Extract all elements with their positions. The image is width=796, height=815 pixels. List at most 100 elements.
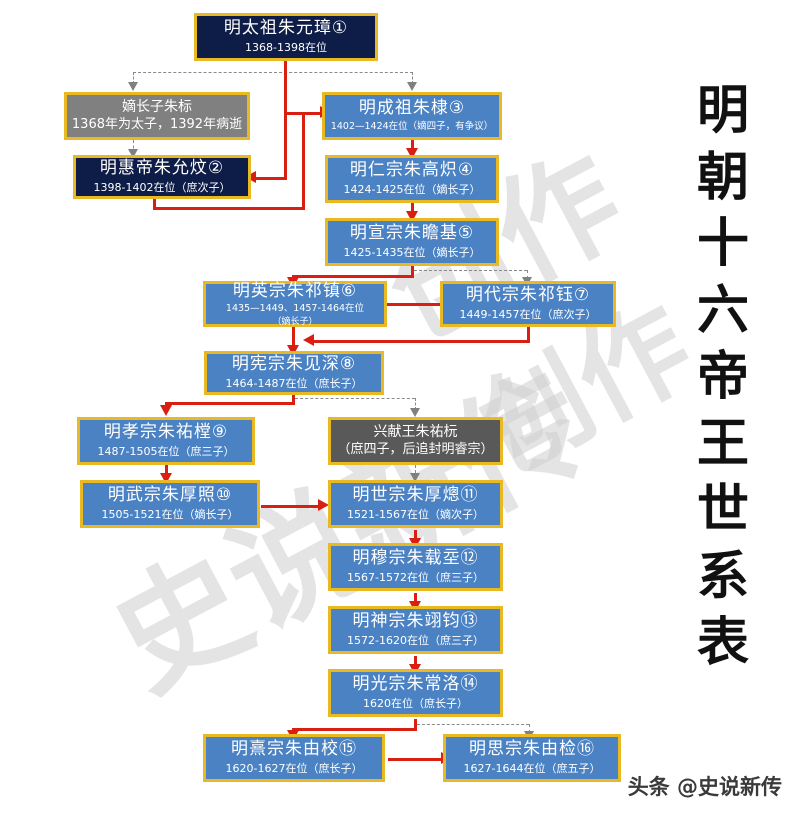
connector-red bbox=[312, 340, 530, 343]
node-emperor-3[interactable]: 明成祖朱棣③ 1402—1424在位（嫡四子，有争议） bbox=[322, 92, 502, 140]
connector-red bbox=[165, 465, 168, 477]
connector-red bbox=[165, 402, 295, 405]
node-emperor-6[interactable]: 明英宗朱祁镇⑥ 1435—1449、1457-1464在位 （嫡长子） bbox=[203, 281, 387, 327]
connector-red bbox=[261, 505, 323, 508]
arrow-head bbox=[410, 473, 420, 482]
connector-red bbox=[414, 530, 417, 543]
node-subtitle: 1424-1425在位（嫡长子） bbox=[343, 182, 481, 196]
node-title: 明熹宗朱由校⑮ bbox=[231, 739, 357, 760]
node-subtitle: 1487-1505在位（庶三子） bbox=[97, 444, 235, 458]
connector-dashed bbox=[415, 465, 416, 478]
node-subtitle: 1425-1435在位（嫡长子） bbox=[343, 245, 481, 259]
connector-dashed bbox=[133, 72, 413, 73]
connector-red bbox=[153, 198, 156, 210]
arrow-head bbox=[410, 408, 420, 417]
node-emperor-10[interactable]: 明武宗朱厚照⑩ 1505-1521在位（嫡长子） bbox=[80, 480, 260, 528]
node-emperor-16[interactable]: 明思宗朱由检⑯ 1627-1644在位（庶五子） bbox=[443, 734, 621, 782]
node-title: 明成祖朱棣③ bbox=[358, 98, 466, 119]
node-subtitle: 1398-1402在位（庶次子） bbox=[93, 180, 231, 194]
connector-red bbox=[386, 303, 444, 306]
node-emperor-2[interactable]: 明惠帝朱允炆② 1398-1402在位（庶次子） bbox=[73, 155, 251, 199]
node-prince-xingxianwang[interactable]: 兴献王朱祐杬 （庶四子，后追封明睿宗） bbox=[328, 417, 503, 465]
arrow-head bbox=[406, 148, 418, 159]
source-watermark: 头条 @史说新传 bbox=[627, 775, 782, 799]
node-emperor-9[interactable]: 明孝宗朱祐樘⑨ 1487-1505在位（庶三子） bbox=[77, 417, 255, 465]
connector-dashed bbox=[295, 398, 415, 399]
connector-red bbox=[302, 112, 324, 115]
arrow-head bbox=[303, 334, 314, 346]
connector-dashed bbox=[417, 724, 529, 725]
title-char: 表 bbox=[696, 612, 749, 674]
node-title: 明惠帝朱允炆② bbox=[99, 158, 225, 179]
node-emperor-15[interactable]: 明熹宗朱由校⑮ 1620-1627在位（庶长子） bbox=[203, 734, 385, 782]
node-title: 兴献王朱祐杬 bbox=[373, 423, 458, 440]
connector-red bbox=[411, 266, 414, 278]
connector-red bbox=[302, 112, 305, 208]
arrow-head bbox=[407, 82, 417, 91]
node-emperor-5[interactable]: 明宣宗朱瞻基⑤ 1425-1435在位（嫡长子） bbox=[325, 218, 499, 266]
node-subtitle: 1368-1398在位 bbox=[245, 40, 327, 54]
node-title: 明武宗朱厚照⑩ bbox=[107, 485, 233, 506]
node-title: 明英宗朱祁镇⑥ bbox=[232, 280, 358, 301]
connector-red bbox=[414, 656, 417, 669]
node-subtitle: 1521-1567在位（嫡次子） bbox=[347, 507, 484, 521]
node-subtitle: 1620在位（庶长子） bbox=[363, 696, 468, 710]
arrow-head bbox=[160, 405, 172, 416]
connector-red bbox=[411, 203, 414, 216]
arrow-head bbox=[406, 211, 418, 222]
connector-red bbox=[292, 275, 414, 278]
arrow-head bbox=[287, 345, 299, 356]
connector-red bbox=[292, 327, 295, 351]
connector-red bbox=[153, 207, 305, 210]
node-emperor-12[interactable]: 明穆宗朱载坖⑫ 1567-1572在位（庶三子） bbox=[328, 543, 503, 591]
node-title: 明神宗朱翊钧⑬ bbox=[352, 611, 479, 632]
connector-dashed bbox=[529, 724, 530, 733]
chart-title-vertical: 明 朝 十 六 帝 王 世 系 表 bbox=[668, 78, 778, 677]
connector-red bbox=[411, 140, 414, 153]
node-emperor-14[interactable]: 明光宗朱常洛⑭ 1620在位（庶长子） bbox=[328, 669, 503, 717]
node-emperor-1[interactable]: 明太祖朱元璋① 1368-1398在位 bbox=[194, 13, 378, 61]
connector-red bbox=[388, 758, 445, 761]
node-title: 明太祖朱元璋① bbox=[223, 18, 349, 39]
node-emperor-4[interactable]: 明仁宗朱高炽④ 1424-1425在位（嫡长子） bbox=[325, 155, 499, 203]
node-title: 明代宗朱祁钰⑦ bbox=[465, 285, 591, 306]
node-subtitle: 1435—1449、1457-1464在位 bbox=[225, 303, 365, 315]
node-title: 明宣宗朱瞻基⑤ bbox=[349, 223, 475, 244]
node-title: 明宪宗朱见深⑧ bbox=[231, 354, 357, 375]
node-subtitle: 1620-1627在位（庶长子） bbox=[225, 761, 363, 775]
connector-dashed bbox=[414, 270, 527, 271]
title-char: 明 bbox=[696, 80, 749, 141]
arrow-head bbox=[128, 149, 138, 158]
connector-red bbox=[527, 327, 530, 343]
node-subtitle: 1505-1521在位（嫡长子） bbox=[101, 507, 239, 521]
node-subtitle: 1567-1572在位（庶三子） bbox=[347, 570, 484, 584]
node-emperor-13[interactable]: 明神宗朱翊钧⑬ 1572-1620在位（庶三子） bbox=[328, 606, 503, 654]
node-title: 明孝宗朱祐樘⑨ bbox=[103, 422, 229, 443]
connector-red bbox=[253, 177, 287, 180]
node-emperor-8[interactable]: 明宪宗朱见深⑧ 1464-1487在位（庶长子） bbox=[204, 351, 384, 395]
node-subtitle: 1627-1644在位（庶五子） bbox=[463, 761, 601, 775]
connector-dashed bbox=[412, 72, 413, 84]
node-title: 明穆宗朱载坖⑫ bbox=[352, 548, 479, 569]
connector-red bbox=[414, 593, 417, 606]
node-subtitle: 1572-1620在位（庶三子） bbox=[347, 633, 484, 647]
title-char: 帝 bbox=[696, 346, 749, 408]
title-char: 十 bbox=[696, 213, 749, 275]
node-emperor-11[interactable]: 明世宗朱厚熜⑪ 1521-1567在位（嫡次子） bbox=[328, 480, 503, 528]
node-subtitle: 1464-1487在位（庶长子） bbox=[225, 376, 363, 390]
arrow-head bbox=[160, 473, 172, 484]
node-subtitle: （庶四子，后追封明睿宗） bbox=[337, 442, 494, 458]
arrow-head bbox=[318, 499, 329, 511]
node-subtitle-extra: （嫡长子） bbox=[272, 316, 318, 327]
title-char: 系 bbox=[696, 545, 749, 607]
title-char: 世 bbox=[696, 479, 749, 541]
node-title: 明仁宗朱高炽④ bbox=[349, 160, 475, 181]
connector-red bbox=[284, 112, 287, 180]
node-title: 嫡长子朱标 bbox=[122, 98, 192, 115]
node-prince-zhubiao[interactable]: 嫡长子朱标 1368年为太子，1392年病逝 bbox=[64, 92, 250, 140]
title-char: 王 bbox=[696, 412, 749, 474]
node-emperor-7[interactable]: 明代宗朱祁钰⑦ 1449-1457在位（庶次子） bbox=[440, 281, 616, 327]
node-subtitle: 1402—1424在位（嫡四子，有争议） bbox=[330, 120, 494, 132]
node-title: 明世宗朱厚熜⑪ bbox=[352, 485, 479, 506]
